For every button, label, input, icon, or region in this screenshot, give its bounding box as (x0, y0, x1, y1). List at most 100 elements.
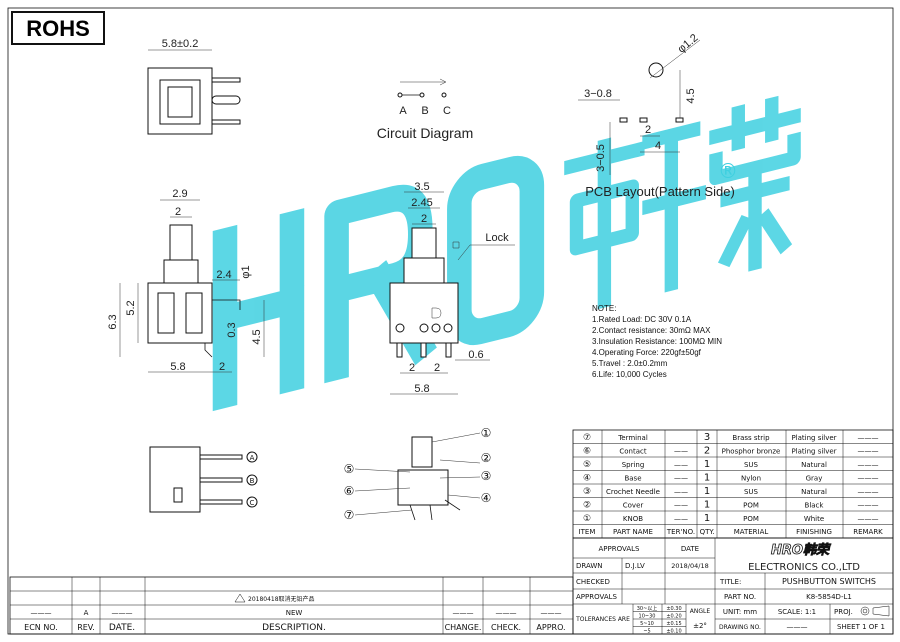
header-ter-no: TER'NO. (666, 528, 695, 536)
sheet-label: SHEET 1 OF 1 (837, 623, 885, 631)
angle-label: ANGLE (690, 608, 711, 615)
bom-cell-item: ⑤ (583, 460, 591, 470)
approvals-label: APPROVALS (599, 545, 641, 553)
revision-block: 20180418取消无铅产品 ——— A ——— NEW ——— ——— ———… (9, 576, 574, 635)
dim-pcb-4: 4 (655, 140, 661, 152)
bom-cell-qty: 1 (704, 486, 710, 497)
bom-cell-item: ⑥ (583, 447, 591, 457)
bom-cell-qty: 1 (704, 500, 710, 511)
bom-cell-qty: 1 (704, 513, 710, 524)
front-d-mark (431, 307, 442, 319)
title-value: PUSHBUTTON SWITCHS (782, 577, 876, 586)
rev-date: ——— (112, 609, 133, 617)
dim-top-width: 5.8±0.2 (162, 38, 199, 50)
bom-cell-material: Phosphor bronze (722, 448, 781, 456)
rev-change: ——— (453, 609, 474, 617)
bom-cell-name: Cover (623, 502, 644, 510)
angle-value: ±2° (693, 622, 707, 630)
circuit-label-a: A (399, 105, 407, 117)
dim-side-2-9: 2.9 (172, 188, 187, 200)
bom-cell-finishing: Gray (806, 475, 823, 483)
dim-side-2-4: 2.4 (216, 269, 231, 281)
warning-triangle-icon (234, 593, 246, 603)
header-item: ITEM (579, 528, 596, 536)
part-no-label: PART NO. (724, 593, 756, 601)
front-view: 3.5 2.45 2 Lock 0.6 2 2 5.8 (389, 181, 515, 395)
tolerance-range: 30~以上 (637, 605, 658, 612)
top-view: 5.8±0.2 (147, 38, 241, 135)
bom-cell-name: Spring (622, 461, 645, 469)
note-item: 1.Rated Load: DC 30V 0.1A (592, 315, 692, 324)
callout-b: B (250, 477, 255, 485)
header-finishing: FINISHING (796, 528, 832, 536)
dim-side-5-8: 5.8 (170, 361, 185, 373)
header-ecn: ECN NO. (24, 623, 58, 632)
callout-3: ③ (481, 469, 492, 483)
dim-pcb-phi: φ1.2 (676, 32, 701, 56)
bom-cell-material: SUS (744, 461, 759, 469)
circuit-diagram: A B C Circuit Diagram (377, 78, 473, 141)
drawing-no-value: ——— (787, 623, 808, 631)
tolerance-value: ±0.30 (666, 606, 681, 612)
bom-cell-ter: —— (674, 475, 688, 483)
watermark-logo (212, 95, 801, 412)
bom-cell-finishing: Plating silver (791, 448, 836, 456)
tolerance-range: ~5 (643, 629, 650, 635)
bom-cell-name: Contact (619, 448, 646, 456)
bom-cell-remark: ——— (858, 475, 879, 483)
circuit-label-c: C (443, 105, 451, 117)
pcb-title: PCB Layout(Pattern Side) (585, 184, 735, 199)
bom-cell-ter: —— (674, 461, 688, 469)
tolerances-label: TOLERANCES ARE (575, 616, 630, 623)
bom-cell-name: Terminal (617, 434, 648, 442)
dim-front-lock: Lock (485, 232, 509, 244)
bom-cell-item: ① (583, 514, 591, 524)
rohs-text: ROHS (26, 16, 90, 41)
drawing-no-label: DRAWING NO. (719, 624, 761, 631)
dim-front-2-45: 2.45 (411, 197, 432, 209)
tolerance-range: 10~30 (639, 614, 656, 620)
projection-symbol-icon (860, 605, 890, 617)
rev-check: ——— (496, 609, 517, 617)
bom-cell-name: KNOB (623, 515, 643, 523)
header-material: MATERIAL (734, 528, 769, 536)
checked-label: CHECKED (576, 578, 610, 586)
dim-front-3-5: 3.5 (414, 181, 429, 193)
exploded-view: ① ② ③ ④ ⑤ ⑥ ⑦ (344, 426, 492, 522)
side-view: 2.9 2 2.4 φ1 6.3 5.2 0.3 4.5 5.8 2 (107, 188, 265, 373)
date-label: DATE (681, 545, 699, 553)
header-check: CHECK. (491, 623, 521, 632)
bom-cell-ter: —— (674, 448, 688, 456)
callout-2: ② (481, 451, 492, 465)
bom-cell-ter: —— (674, 502, 688, 510)
bom-cell-qty: 1 (704, 473, 710, 484)
title-block: APPROVALS DATE DRAWN D.J.LV 2018/04/18 C… (572, 537, 894, 635)
callout-5: ⑤ (344, 462, 355, 476)
bom-cell-name: Base (624, 475, 641, 483)
dim-side-4-5: 4.5 (251, 329, 263, 344)
unit-label: UNIT: mm (723, 608, 757, 616)
tolerance-value: ±0.10 (666, 629, 681, 635)
bom-cell-item: ② (583, 501, 591, 511)
note-item: 5.Travel : 2.0±0.2mm (592, 359, 668, 368)
rohs-badge (11, 11, 105, 45)
header-rev: REV. (77, 623, 95, 632)
drawn-label: DRAWN (576, 562, 603, 570)
scale-label: SCALE: 1:1 (778, 608, 816, 616)
notes-heading: NOTE: (592, 304, 616, 313)
bom-cell-qty: 1 (704, 459, 710, 470)
approvals-row-label: APPROVALS (576, 593, 618, 601)
projection-label: PROJ. (834, 608, 853, 616)
bom-cell-material: SUS (744, 488, 759, 496)
note-item: 2.Contact resistance: 30mΩ MAX (592, 326, 711, 335)
part-no-value: K8-5854D-L1 (806, 593, 852, 601)
rev-appro: ——— (541, 609, 562, 617)
bom-cell-finishing: Black (805, 502, 825, 510)
